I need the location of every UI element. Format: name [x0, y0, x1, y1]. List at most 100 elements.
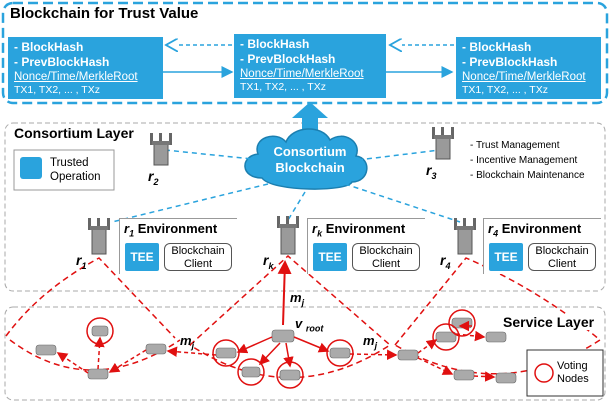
voting-node-circle [237, 358, 265, 386]
rsu-tower-rk [277, 216, 299, 255]
voting-legend-line2: Nodes [557, 373, 589, 385]
voting-legend-label: Voting Nodes [557, 360, 589, 386]
msg-arrow [473, 371, 496, 382]
environment-title: r1 Environment [124, 221, 217, 239]
link-cloud-r4 [344, 183, 461, 223]
vroot-label: v root [295, 316, 323, 334]
vehicle-root [271, 329, 295, 343]
vehicle [329, 347, 351, 359]
voting-node-circle [448, 309, 476, 337]
rsu-letter: r [76, 252, 82, 268]
msg-arrow [166, 346, 217, 357]
cloud-label: Consortium Blockchain [262, 144, 358, 176]
cloud-label-line2: Blockchain [275, 160, 345, 175]
functions-list: - Trust Management - Incentive Managemen… [470, 138, 585, 183]
msg-arrow [349, 349, 398, 361]
coverage-arc-rk [189, 254, 392, 379]
link-cloud-rk [287, 191, 306, 221]
voting-node-circle [326, 339, 354, 367]
msg-arrow [258, 342, 281, 366]
prev-block-hash: - PrevBlockHash [462, 55, 558, 69]
voting-legend-box [526, 349, 604, 397]
env-title-text: Environment [498, 221, 582, 236]
env-r-letter: r [488, 221, 494, 236]
voting-legend-line1: Voting [557, 360, 588, 372]
mj-label-rk: mj [290, 290, 304, 308]
transactions: TX1, TX2, ... , TXz [240, 81, 326, 93]
rsu-subscript: 3 [431, 170, 437, 181]
rsu-subscript: 2 [153, 176, 159, 187]
service-layer-title: Service Layer [503, 314, 595, 330]
function-item-text: Trust Management [475, 140, 560, 151]
blockchain-region [1, 1, 609, 105]
vehicle [35, 344, 57, 356]
msg-arrow [108, 349, 147, 373]
env-r-sub: 4 [493, 228, 499, 239]
cloud-to-chain-arrow [292, 102, 328, 135]
rsu-tower-r2 [150, 133, 172, 166]
rsu-label-r3: r3 [426, 162, 436, 181]
mj-label-left: mj [180, 333, 194, 351]
cloud-label-line1: Consortium [273, 144, 347, 159]
vehicle [435, 331, 457, 343]
coverage-arc-r4 [394, 257, 602, 375]
rsu-label-rk: rk [263, 252, 273, 271]
consortium-layer-title: Consortium Layer [14, 125, 134, 141]
block-1: - BlockHash - PrevBlockHash Nonce/Time/M… [8, 37, 163, 99]
mj-subscript: j [191, 340, 195, 351]
vehicle [453, 369, 475, 381]
rsu-letter: r [263, 252, 269, 268]
rsu-letter: r [426, 162, 432, 178]
vehicle [241, 366, 261, 378]
function-item: - Blockchain Maintenance [470, 170, 585, 181]
block-hash: - BlockHash [240, 37, 310, 51]
vehicle [215, 347, 237, 359]
vehicle [91, 325, 109, 337]
voting-legend-circle [534, 363, 554, 383]
vehicle [87, 368, 109, 380]
coverage-arc-r1 [5, 257, 176, 339]
client-line2: Client [371, 258, 401, 270]
mj-label-right: mj [363, 333, 377, 351]
vehicle [485, 331, 507, 343]
env-title-text: Environment [134, 221, 218, 236]
block-hash: - BlockHash [462, 40, 532, 54]
tee-badge: TEE [125, 243, 159, 271]
nonce-time-merkle: Nonce/Time/MerkleRoot [14, 71, 138, 83]
service-layer-region [4, 306, 606, 401]
env-title-text: Environment [322, 221, 406, 236]
prev-block-hash: - PrevBlockHash [240, 52, 336, 66]
msg-arrow [417, 357, 454, 375]
mj-arrow-rk [277, 260, 292, 326]
rsu-tower-r4 [454, 218, 476, 255]
vehicle [397, 349, 419, 361]
msg-arrow [94, 336, 105, 370]
vroot-subscript: root [305, 323, 324, 334]
client-line1: Blockchain [359, 245, 413, 257]
vehicle [279, 369, 301, 381]
voting-node-circle [432, 323, 460, 351]
msg-arrow [293, 336, 330, 353]
msg-arrow [56, 352, 89, 374]
function-item: - Trust Management [470, 140, 560, 151]
rsu-label-r2: r2 [148, 168, 158, 187]
vroot-letter: v [295, 316, 303, 331]
rsu-tower-r3 [432, 127, 454, 160]
function-item: - Incentive Management [470, 155, 578, 166]
mj-letter: m [290, 290, 302, 305]
env-r-letter: r [312, 221, 318, 236]
tee-badge: TEE [313, 243, 347, 271]
trusted-legend-swatch [20, 157, 42, 179]
function-item-text: Incentive Management [476, 155, 578, 166]
vehicle [495, 372, 517, 384]
msg-arrow [417, 339, 438, 354]
link-cloud-r3 [357, 149, 441, 161]
trusted-legend-label: Trusted Operation [50, 157, 101, 183]
client-line1: Blockchain [171, 245, 225, 257]
vehicle [145, 343, 167, 355]
